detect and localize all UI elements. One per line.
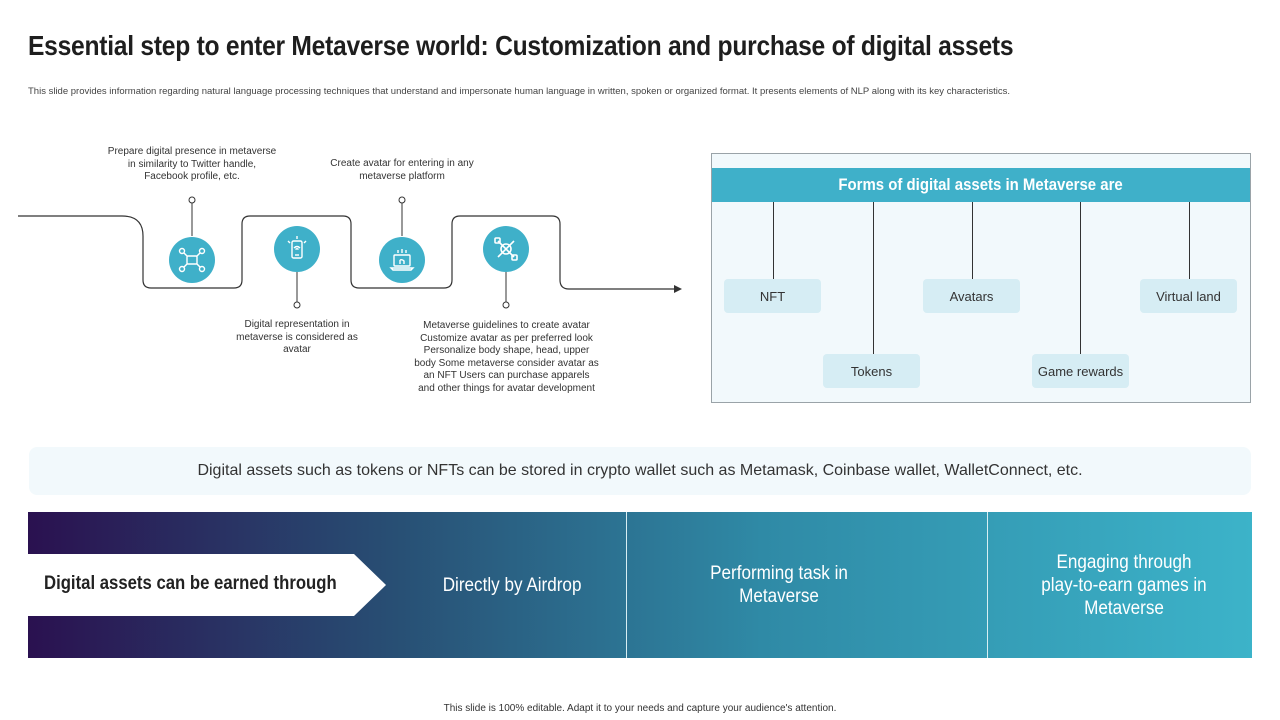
process-flow: Prepare digital presence in metaverse in… bbox=[0, 110, 700, 430]
step-note-3: Create avatar for entering in any metave… bbox=[330, 158, 474, 182]
page-subtitle: This slide provides information regardin… bbox=[28, 86, 1011, 97]
connector-line bbox=[773, 202, 774, 279]
step-note-2: Digital representation in metaverse is c… bbox=[236, 319, 358, 355]
arrow-shape bbox=[28, 554, 386, 616]
asset-item-avatars: Avatars bbox=[923, 279, 1020, 313]
flow-track bbox=[18, 196, 682, 309]
divider bbox=[626, 512, 627, 658]
network-devices-icon bbox=[169, 237, 215, 283]
footer-note: This slide is 100% editable. Adapt it to… bbox=[443, 703, 837, 714]
earn-item-airdrop: Directly by Airdrop bbox=[442, 574, 582, 596]
page-title: Essential step to enter Metaverse world:… bbox=[28, 30, 1014, 61]
step-note-1: Prepare digital presence in metaverse in… bbox=[107, 146, 277, 182]
wallet-note: Digital assets such as tokens or NFTs ca… bbox=[29, 447, 1251, 495]
asset-item-virtual-land: Virtual land bbox=[1140, 279, 1237, 313]
earn-label: Digital assets can be earned through bbox=[28, 554, 386, 616]
asset-item-game-rewards: Game rewards bbox=[1032, 354, 1129, 388]
earn-band: Digital assets can be earned through Dir… bbox=[28, 512, 1252, 658]
tools-icon bbox=[483, 226, 529, 272]
laptop-icon bbox=[379, 237, 425, 283]
step-note-4: Metaverse guidelines to create avatar Cu… bbox=[414, 320, 599, 394]
connector-line bbox=[972, 202, 973, 279]
divider bbox=[987, 512, 988, 658]
connector-line bbox=[1080, 202, 1081, 354]
smartphone-icon bbox=[274, 226, 320, 272]
connector-line bbox=[1189, 202, 1190, 279]
asset-item-nft: NFT bbox=[724, 279, 821, 313]
earn-item-play-to-earn: Engaging through play-to-earn games in M… bbox=[1041, 551, 1207, 619]
connector-line bbox=[873, 202, 874, 354]
assets-header: Forms of digital assets in Metaverse are bbox=[712, 168, 1250, 202]
asset-item-tokens: Tokens bbox=[823, 354, 920, 388]
digital-assets-panel: Forms of digital assets in Metaverse are… bbox=[711, 153, 1251, 403]
earn-item-performing-task: Performing task in Metaverse bbox=[710, 563, 848, 607]
